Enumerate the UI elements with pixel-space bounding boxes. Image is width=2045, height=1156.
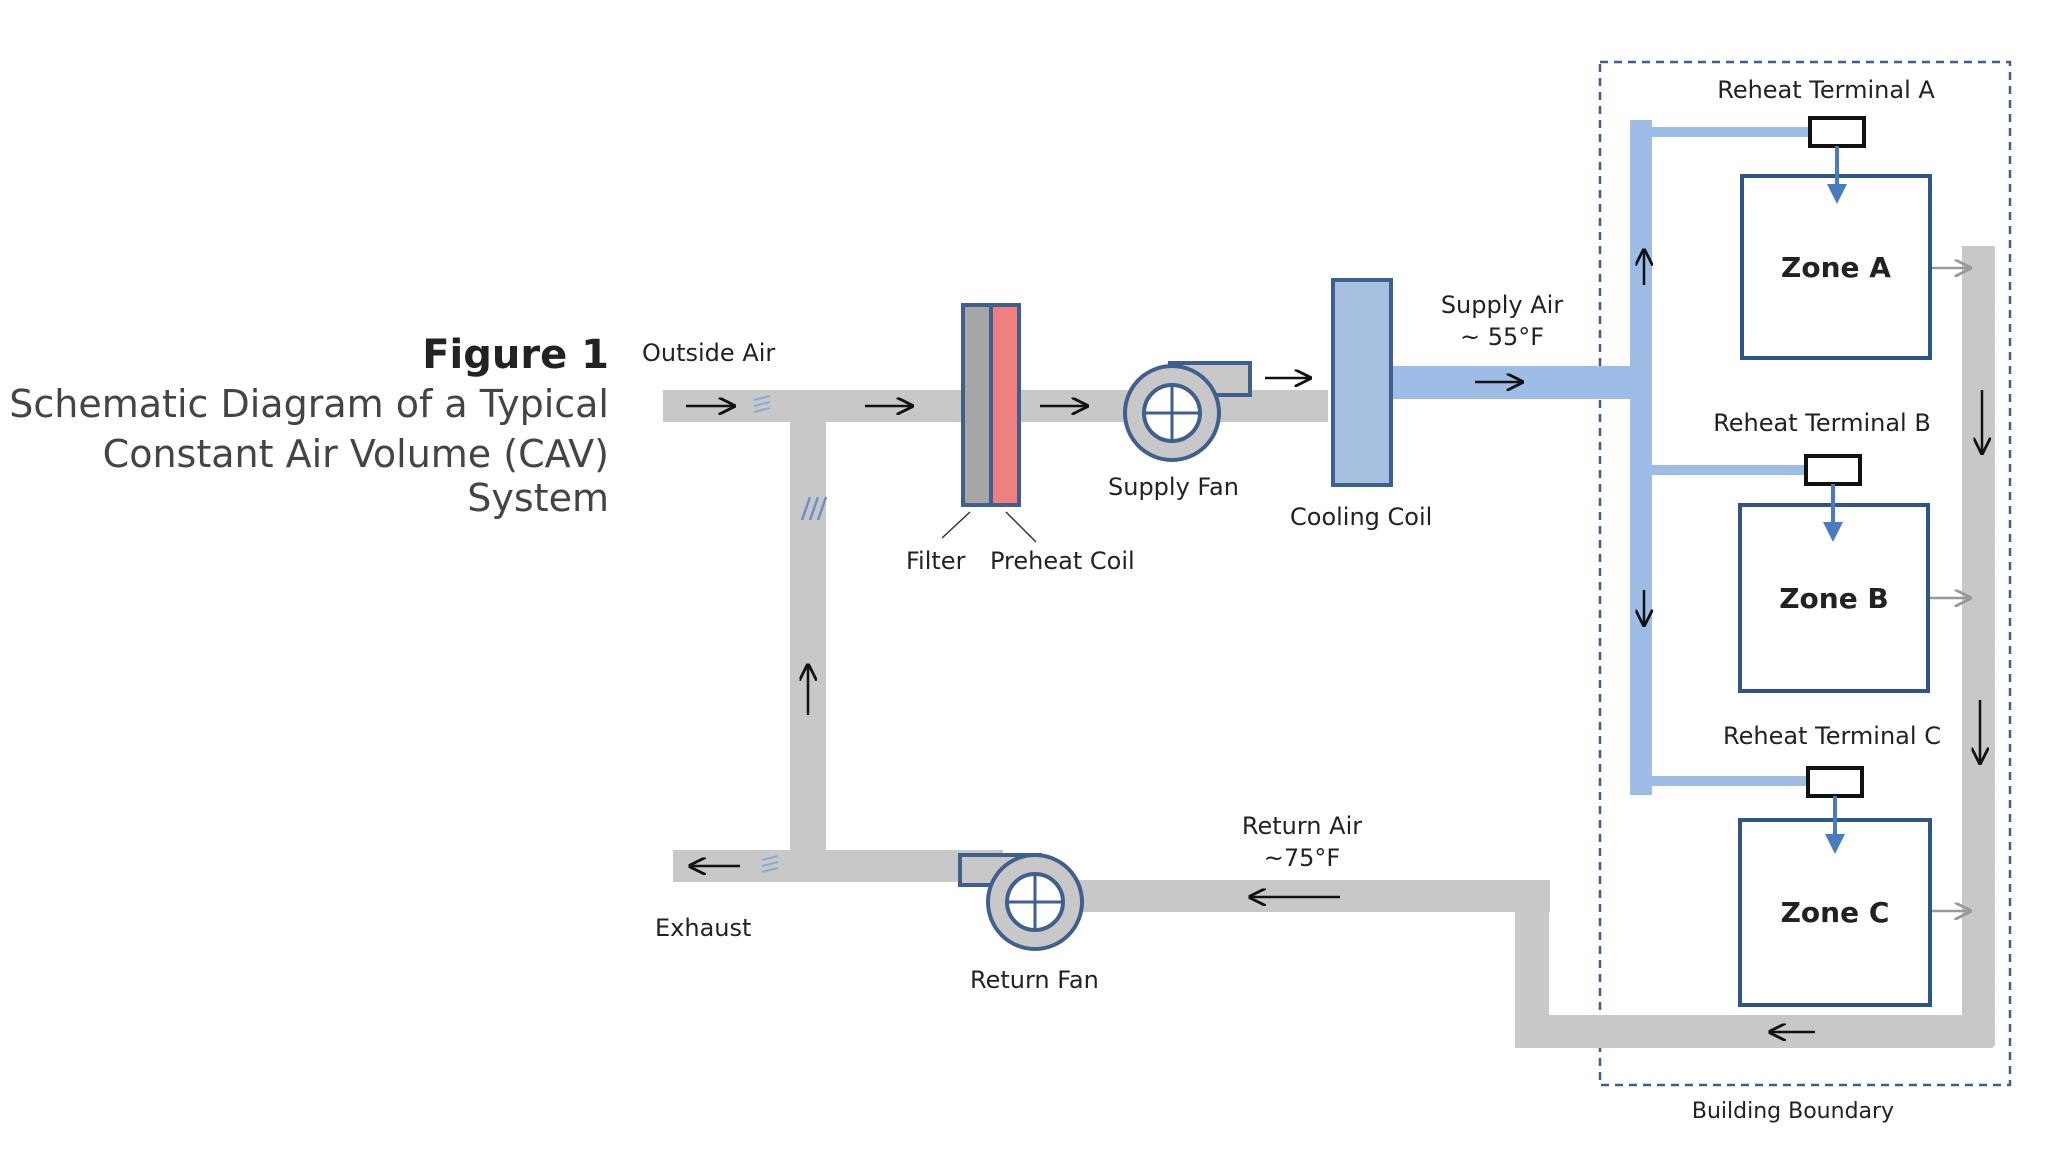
return-air-temp: ~75°F: [1264, 844, 1340, 872]
exhaust-damper: [761, 855, 779, 873]
figure-title-line-2: Constant Air Volume (CAV) System: [102, 432, 609, 520]
return-bottom-duct: [1515, 1015, 1993, 1048]
building-boundary: [1598, 60, 2012, 1087]
reheat-terminal-a-label: Reheat Terminal A: [1717, 76, 1935, 104]
supply-fan: [1123, 361, 1252, 462]
reheat-terminal-c-label: Reheat Terminal C: [1723, 722, 1941, 750]
flow-arrows: [686, 250, 1982, 1032]
zone-exit-arrows: [1930, 268, 1970, 911]
supply-air-label: Supply Air: [1441, 291, 1564, 319]
supply-air-temp: ~ 55°F: [1460, 323, 1544, 351]
recirc-damper: [800, 496, 828, 521]
outside-air-damper: [753, 395, 771, 413]
zone-c-label: Zone C: [1781, 896, 1890, 929]
return-collector-duct: [1962, 246, 1995, 1046]
filter-label: Filter: [906, 547, 966, 575]
return-air-label: Return Air: [1242, 812, 1362, 840]
branch-duct-b: [1650, 465, 1806, 475]
branch-duct-a: [1650, 127, 1810, 137]
reheat-terminal-c-box: [1806, 766, 1864, 798]
preheat-coil-leader: [1005, 511, 1037, 543]
preheat-coil: [989, 303, 1021, 507]
filter-leader: [941, 511, 971, 539]
return-fan-label: Return Fan: [970, 966, 1099, 994]
building-boundary-label: Building Boundary: [1692, 1099, 1894, 1124]
figure-title-line-1: Schematic Diagram of a Typical: [9, 382, 609, 426]
reheat-terminal-b-box: [1804, 454, 1862, 486]
filter: [961, 303, 993, 507]
return-fan: [958, 853, 1084, 951]
cooling-coil-label: Cooling Coil: [1290, 503, 1432, 531]
reheat-terminal-b-label: Reheat Terminal B: [1713, 409, 1931, 437]
preheat-coil-label: Preheat Coil: [990, 547, 1135, 575]
supply-fan-label: Supply Fan: [1108, 473, 1239, 501]
exhaust-label: Exhaust: [655, 914, 751, 942]
cooling-coil: [1331, 278, 1393, 487]
figure-label: Figure 1: [422, 332, 609, 378]
outside-air-label: Outside Air: [642, 339, 775, 367]
reheat-terminal-a-box: [1808, 116, 1866, 148]
branch-duct-c: [1650, 776, 1806, 786]
zone-b-label: Zone B: [1779, 582, 1889, 615]
supply-riser-duct: [1630, 120, 1652, 795]
zone-a-label: Zone A: [1781, 251, 1891, 284]
terminal-drop-arrows: [1823, 146, 1847, 854]
recirc-vertical-duct: [790, 405, 826, 870]
